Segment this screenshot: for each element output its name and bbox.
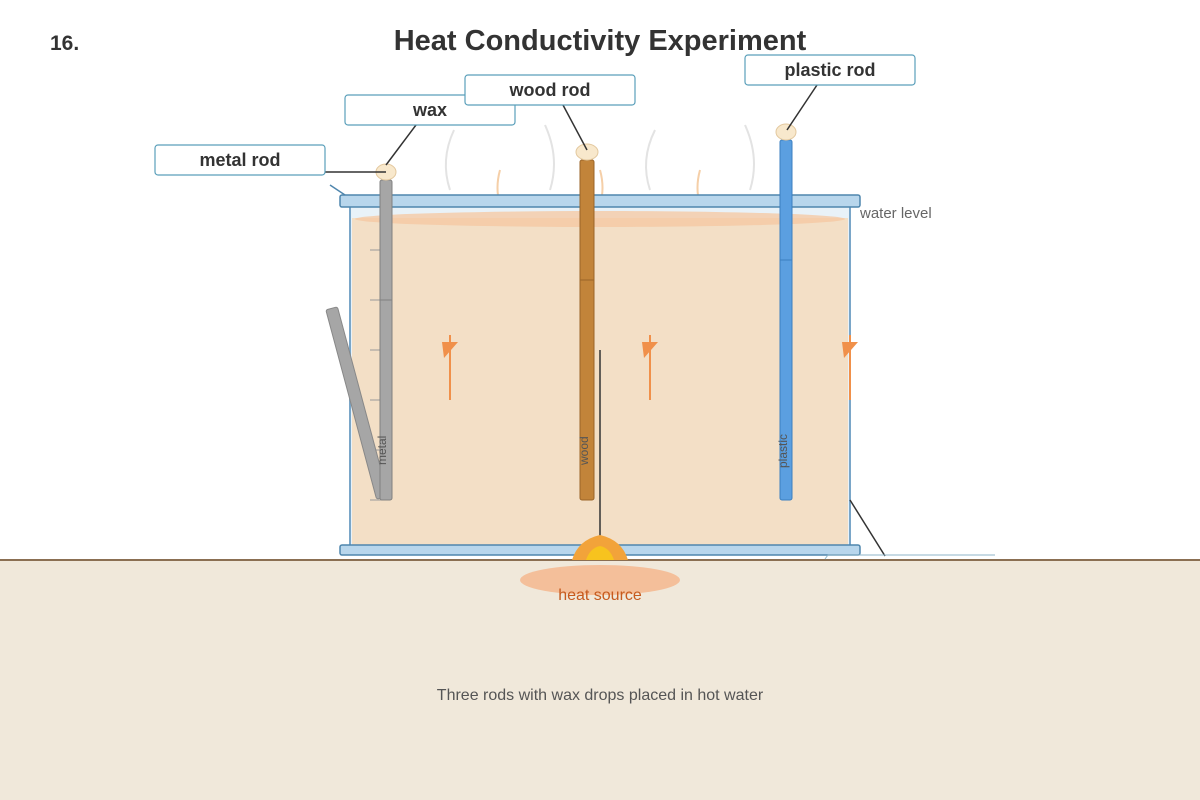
steam-wisp — [544, 124, 555, 191]
heat-arrow — [442, 335, 458, 400]
flame-core-icon — [586, 546, 614, 560]
wax-label: wax — [412, 100, 447, 120]
wood-rod-text: wood — [577, 436, 591, 466]
page-title: Heat Conductivity Experiment — [394, 25, 807, 57]
metal-rod-text: metal — [375, 436, 389, 465]
plastic-rod-callout: plastic rod — [744, 54, 916, 86]
steam-wisp — [444, 129, 455, 191]
plastic-rod-text: plastic — [776, 434, 790, 468]
wood-rod-wax-drop — [575, 143, 599, 161]
container-rim — [339, 194, 861, 208]
heat-arrow — [642, 335, 658, 400]
question-number: 16. — [50, 32, 79, 55]
wood-rod-label: wood rod — [509, 80, 591, 100]
steam-wisps — [444, 124, 755, 206]
wax-leader — [385, 124, 417, 166]
steam-wisp — [645, 129, 656, 191]
water-level-label: water level — [859, 205, 932, 222]
heat-source-label: heat source — [558, 587, 642, 604]
metal-rod-callout: metal rod — [154, 144, 326, 176]
container-leader — [849, 499, 886, 557]
side-pointer — [329, 184, 346, 196]
plastic-rod-leader — [786, 84, 818, 131]
wood-rod-leader — [562, 104, 588, 151]
heat-arrow — [842, 335, 858, 400]
metal-rod-label: metal rod — [199, 150, 280, 170]
diagram-caption: Three rods with wax drops placed in hot … — [437, 687, 764, 704]
plastic-rod-wax-drop — [775, 123, 797, 141]
plastic-rod-label: plastic rod — [784, 60, 875, 80]
heat-glow — [520, 565, 680, 595]
water-surface — [355, 211, 845, 227]
wood-rod-callout: wood rod — [464, 74, 636, 106]
steam-wisp — [744, 124, 755, 191]
hidden-label-edge — [824, 554, 995, 560]
table-surface — [0, 560, 1200, 800]
